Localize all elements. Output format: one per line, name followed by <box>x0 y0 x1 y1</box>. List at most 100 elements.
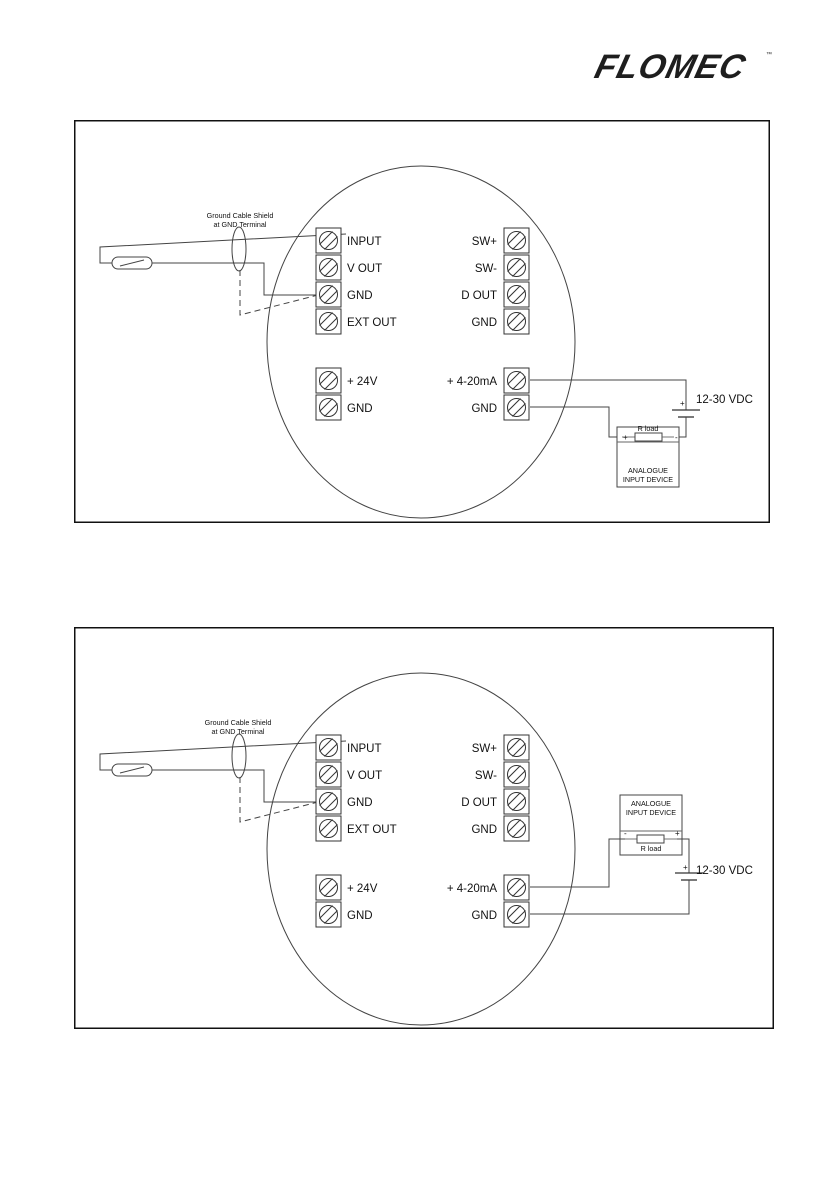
device-minus-sign: - <box>624 829 627 838</box>
right-terminal-block <box>503 734 530 842</box>
terminal-label-sw-plus: SW+ <box>472 236 498 248</box>
meter-housing-circle <box>266 165 576 519</box>
analog-terminal-block <box>503 874 530 928</box>
screw-terminal <box>503 901 530 928</box>
terminal-label-24v: + 24V <box>347 376 378 388</box>
screw-terminal <box>503 227 530 254</box>
loop-wire-supply-neg <box>678 417 687 438</box>
left-terminal-block <box>315 734 342 842</box>
loop-wire-device-plus <box>677 838 690 873</box>
terminal-label-gnd: GND <box>347 797 373 809</box>
screw-terminal <box>315 308 342 335</box>
screw-terminal <box>503 788 530 815</box>
screw-terminal <box>315 394 342 421</box>
terminal-label-analog-gnd: GND <box>471 910 497 922</box>
device-plus-sign: + <box>623 433 628 442</box>
terminal-label-sw-minus: SW- <box>475 263 497 275</box>
device-label-line2: INPUT DEVICE <box>623 475 673 484</box>
battery-plus-sign: + <box>683 863 688 872</box>
device-plus-sign: + <box>675 829 680 838</box>
battery-plus-sign: + <box>680 399 685 408</box>
screw-terminal <box>315 901 342 928</box>
supply-voltage-label: 12-30 VDC <box>696 394 753 406</box>
reed-switch-contact <box>119 259 145 267</box>
terminal-label-gnd: GND <box>347 290 373 302</box>
loop-wire-device-minus <box>530 838 625 888</box>
terminal-label-4-20ma: + 4-20mA <box>447 376 498 388</box>
shield-label-line2: at GND Terminal <box>214 220 267 229</box>
shield-label-line1: Ground Cable Shield <box>207 211 274 220</box>
flomec-logo: FLOMEC ™ <box>591 48 772 85</box>
right-terminal-block <box>503 227 530 335</box>
power-terminal-block <box>315 367 342 421</box>
device-label-line1: ANALOGUE <box>628 466 668 475</box>
terminal-label-sw-minus: SW- <box>475 770 497 782</box>
diagram-border <box>74 627 774 1029</box>
sensor-cable-ground <box>152 262 318 296</box>
screw-terminal <box>315 367 342 394</box>
terminal-label-gnd-right: GND <box>471 824 497 836</box>
supply-voltage-label: 12-30 VDC <box>696 865 753 877</box>
terminal-label-power-gnd: GND <box>347 910 373 922</box>
sensor-cable-ground <box>152 769 318 803</box>
meter-housing-circle <box>266 672 576 1026</box>
shield-ground-dashed <box>239 777 319 823</box>
screw-terminal <box>315 815 342 842</box>
screw-terminal <box>315 788 342 815</box>
loop-wire-return <box>530 406 620 438</box>
screw-terminal <box>503 874 530 901</box>
device-label-line2: INPUT DEVICE <box>626 808 676 817</box>
terminal-label-ext-out: EXT OUT <box>347 317 397 329</box>
screw-terminal <box>503 367 530 394</box>
terminal-label-vout: V OUT <box>347 770 382 782</box>
power-terminal-block <box>315 874 342 928</box>
screw-terminal <box>315 761 342 788</box>
shield-ground-dashed <box>239 270 319 316</box>
rload-label: R load <box>641 844 662 853</box>
terminal-label-ext-out: EXT OUT <box>347 824 397 836</box>
screw-terminal <box>503 815 530 842</box>
cable-shield-marker <box>231 733 247 779</box>
analog-terminal-block <box>503 367 530 421</box>
rload-resistor <box>636 834 665 844</box>
screw-terminal <box>503 254 530 281</box>
shield-label-line1: Ground Cable Shield <box>205 718 272 727</box>
analogue-input-device <box>619 794 683 856</box>
terminal-label-power-gnd: GND <box>347 403 373 415</box>
terminal-label-input: INPUT <box>347 236 382 248</box>
terminal-label-d-out: D OUT <box>461 797 497 809</box>
terminal-label-analog-gnd: GND <box>471 403 497 415</box>
shield-label-line2: at GND Terminal <box>212 727 265 736</box>
left-terminal-block <box>315 227 342 335</box>
screw-terminal <box>315 281 342 308</box>
screw-terminal <box>503 394 530 421</box>
diagram-border <box>74 120 770 523</box>
wiring-diagram-sinking: Ground Cable Shield at GND Terminal INPU… <box>74 627 774 1029</box>
screw-terminal <box>503 281 530 308</box>
screw-terminal <box>315 227 342 254</box>
screw-terminal <box>503 761 530 788</box>
loop-wire-positive <box>530 379 687 410</box>
terminal-label-input: INPUT <box>347 743 382 755</box>
trademark-symbol: ™ <box>766 51 772 58</box>
logo-wordmark: FLOMEC <box>591 48 750 85</box>
terminal-label-24v: + 24V <box>347 883 378 895</box>
reed-switch-contact <box>119 766 145 774</box>
screw-terminal <box>503 734 530 761</box>
screw-terminal <box>315 734 342 761</box>
device-label-line1: ANALOGUE <box>631 799 671 808</box>
terminal-label-d-out: D OUT <box>461 290 497 302</box>
screw-terminal <box>315 254 342 281</box>
terminal-label-gnd-right: GND <box>471 317 497 329</box>
cable-shield-marker <box>231 226 247 272</box>
loop-wire-return <box>530 880 690 915</box>
device-minus-sign: - <box>675 433 678 442</box>
terminal-label-sw-plus: SW+ <box>472 743 498 755</box>
terminal-label-vout: V OUT <box>347 263 382 275</box>
screw-terminal <box>503 308 530 335</box>
rload-resistor <box>634 432 663 442</box>
rload-label: R load <box>638 424 659 433</box>
wiring-diagram-sourcing: Ground Cable Shield at GND Terminal INPU… <box>74 120 770 523</box>
screw-terminal <box>315 874 342 901</box>
terminal-label-4-20ma: + 4-20mA <box>447 883 498 895</box>
